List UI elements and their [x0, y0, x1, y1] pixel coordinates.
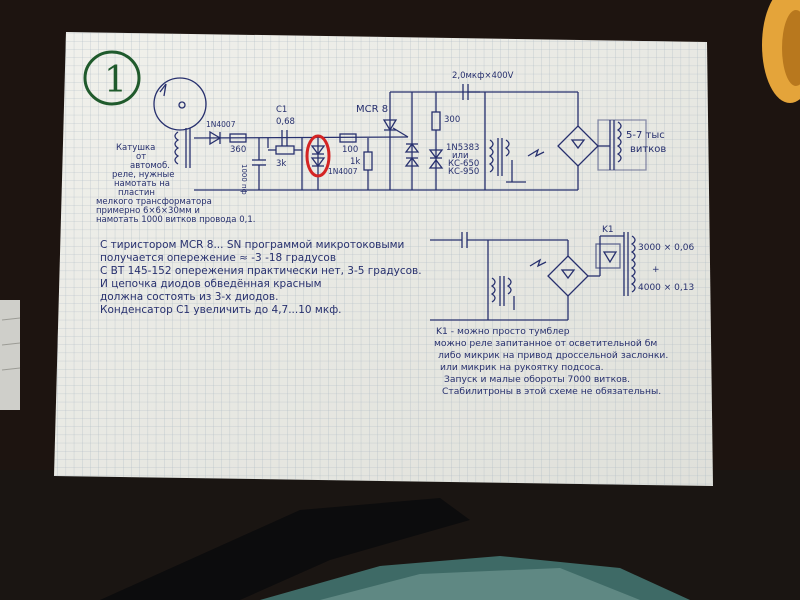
paper-stack — [0, 300, 20, 410]
label-cap-top: 2,0мкф×400V — [452, 71, 514, 81]
orange-object-inner — [782, 10, 800, 86]
bag-strap — [100, 498, 470, 600]
label-turns-0: 5-7 тыс — [626, 130, 665, 141]
label-d2: 1N4007 — [328, 167, 358, 176]
label-coil-4: намотать на — [114, 179, 170, 189]
label-r5: 300 — [444, 115, 460, 125]
label-plus: + — [652, 265, 660, 275]
label-winding2: 4000 × 0,13 — [638, 283, 694, 293]
label-coil-6: мелкого трансформатора — [96, 197, 212, 207]
label-coil-1: от — [136, 152, 146, 162]
note-right-0: K1 - можно просто тумблер — [436, 326, 570, 337]
note-left-4: должна состоять из 3-х диодов. — [100, 291, 278, 303]
note-left-2: С BT 145-152 опережения практически нет,… — [100, 265, 422, 277]
label-k1: K1 — [602, 225, 614, 235]
label-zener-3: КС-950 — [448, 167, 479, 177]
label-winding1: 3000 × 0,06 — [638, 243, 694, 253]
label-zener-0: 1N5383 — [446, 143, 479, 153]
label-c1-val: 0,68 — [276, 117, 295, 127]
label-r1: 360 — [230, 145, 246, 155]
label-zener-1: или — [452, 151, 468, 161]
sheet-number: 1 — [104, 60, 127, 101]
note-left-5: Конденсатор С1 увеличить до 4,7...10 мкф… — [100, 304, 342, 316]
label-coil-3: реле, нужные — [112, 170, 174, 180]
label-c1-name: C1 — [276, 105, 287, 115]
label-coil-2: автомоб. — [130, 161, 170, 171]
label-zener-2: КС-650 — [448, 159, 479, 169]
label-coil-0: Катушка — [116, 143, 155, 153]
label-r3: 100 — [342, 145, 358, 155]
label-coil-7: примерно 6×6×30мм и — [96, 206, 200, 216]
note-right-3: или микрик на рукоятку подсоса. — [440, 362, 604, 373]
red-highlight-circle — [305, 134, 331, 178]
label-r4: 1k — [350, 157, 360, 167]
note-right-5: Стабилитроны в этой схеме не обязательны… — [442, 386, 661, 397]
label-turns-1: витков — [630, 144, 666, 155]
note-left-0: С тиристором MCR 8... SN программой микр… — [100, 239, 404, 251]
label-coil-5: пластин — [118, 188, 155, 198]
note-left-1: получается опережение ≈ -3 -18 градусов — [100, 252, 336, 264]
label-coil-8: намотать 1000 витков провода 0,1. — [96, 215, 255, 225]
note-right-4: Запуск и малые обороты 7000 витков. — [444, 374, 630, 385]
sheet-number-circle — [83, 50, 141, 106]
label-d1: 1N4007 — [206, 120, 236, 129]
label-r2: 3k — [276, 159, 286, 169]
bottom-schematic — [430, 232, 636, 321]
note-right-1: можно реле запитанное от осветительной б… — [434, 338, 657, 349]
note-right-2: либо микрик на привод дроссельной заслон… — [438, 350, 668, 361]
top-schematic — [153, 77, 647, 191]
note-left-3: И цепочка диодов обведённая красным — [100, 278, 322, 290]
label-thyristor: MCR 8 — [356, 104, 388, 115]
label-c-small: 1000 пф — [240, 164, 248, 195]
